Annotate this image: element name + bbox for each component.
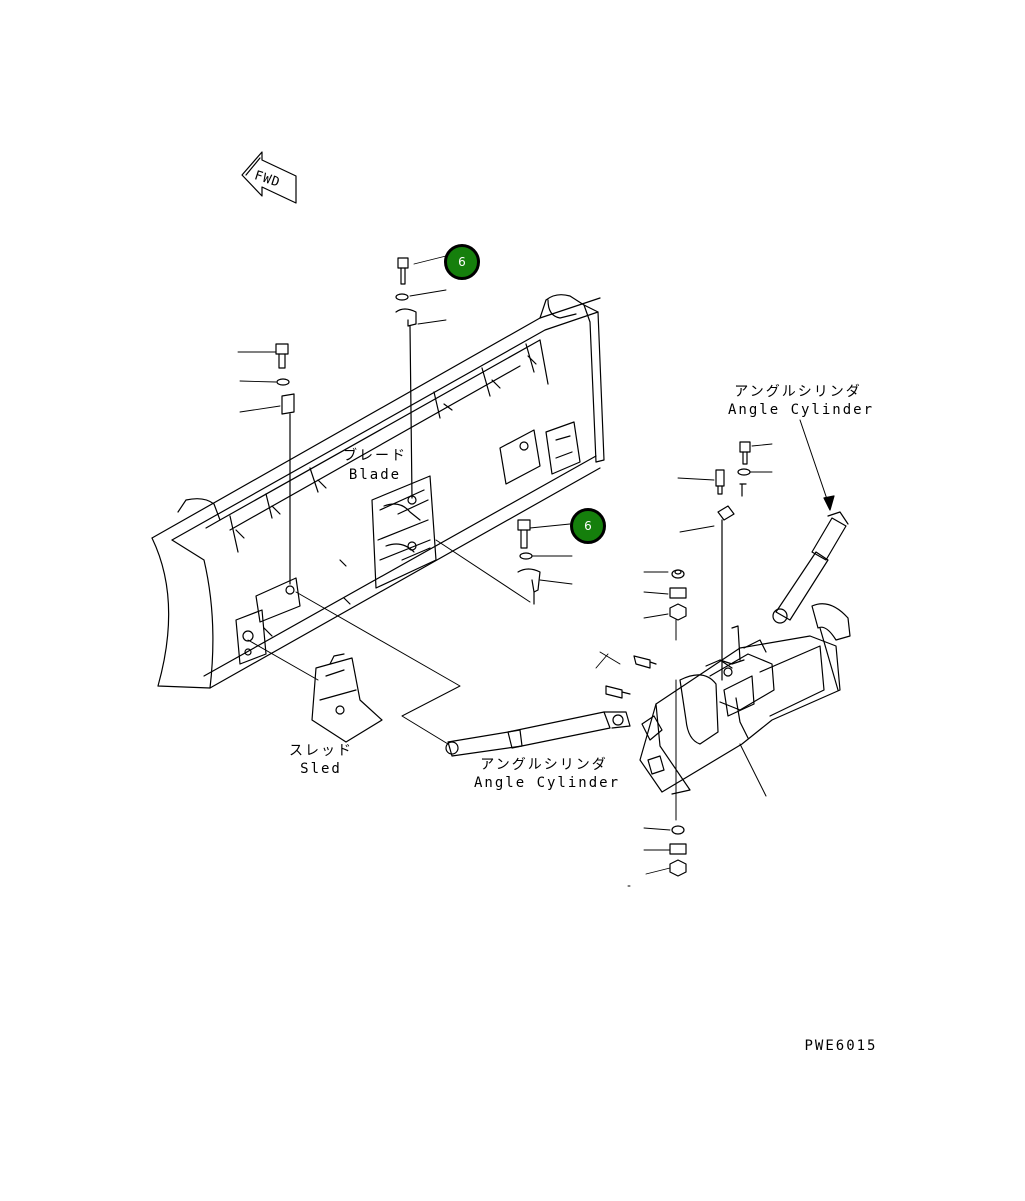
angle-cylinder-lower: [445, 711, 631, 757]
assembly-lines: [247, 539, 677, 821]
pivot-frame: [639, 603, 851, 797]
blade-right-bracket: [499, 421, 581, 485]
washer-stack-right: [669, 441, 751, 877]
callout-6-middle[interactable]: 6: [570, 508, 606, 544]
sled-part: [311, 653, 383, 743]
angle-cylinder-bottom-label-jp: アングルシリンダ: [480, 757, 608, 773]
blade-outline: [151, 294, 605, 689]
bolt-stack-left: [275, 343, 295, 585]
blade-center-bracket: [371, 475, 437, 589]
blade-label-jp: ブレード: [343, 448, 407, 464]
blade-left-bracket: [235, 577, 301, 665]
fwd-arrow-icon: [241, 151, 297, 204]
angle-cylinder-top-label-jp: アングルシリンダ: [734, 384, 862, 400]
callout-number: 6: [458, 255, 466, 269]
blade-label-en: Blade: [348, 467, 402, 483]
drawing-code: PWE6015: [804, 1038, 878, 1054]
sled-label-jp: スレッド: [289, 743, 353, 759]
angle-cylinder-upper: [772, 419, 849, 624]
bolt-stack-top: [395, 257, 417, 499]
angle-cylinder-bottom-label-en: Angle Cylinder: [474, 775, 621, 791]
leader-lines: [237, 255, 773, 887]
callout-number: 6: [584, 519, 592, 533]
angle-cylinder-top-label-en: Angle Cylinder: [728, 402, 875, 418]
callout-6-top[interactable]: 6: [444, 244, 480, 280]
sled-label-en: Sled: [300, 761, 342, 777]
bolt-stack-middle: [517, 519, 541, 605]
grease-fittings: [605, 469, 747, 699]
